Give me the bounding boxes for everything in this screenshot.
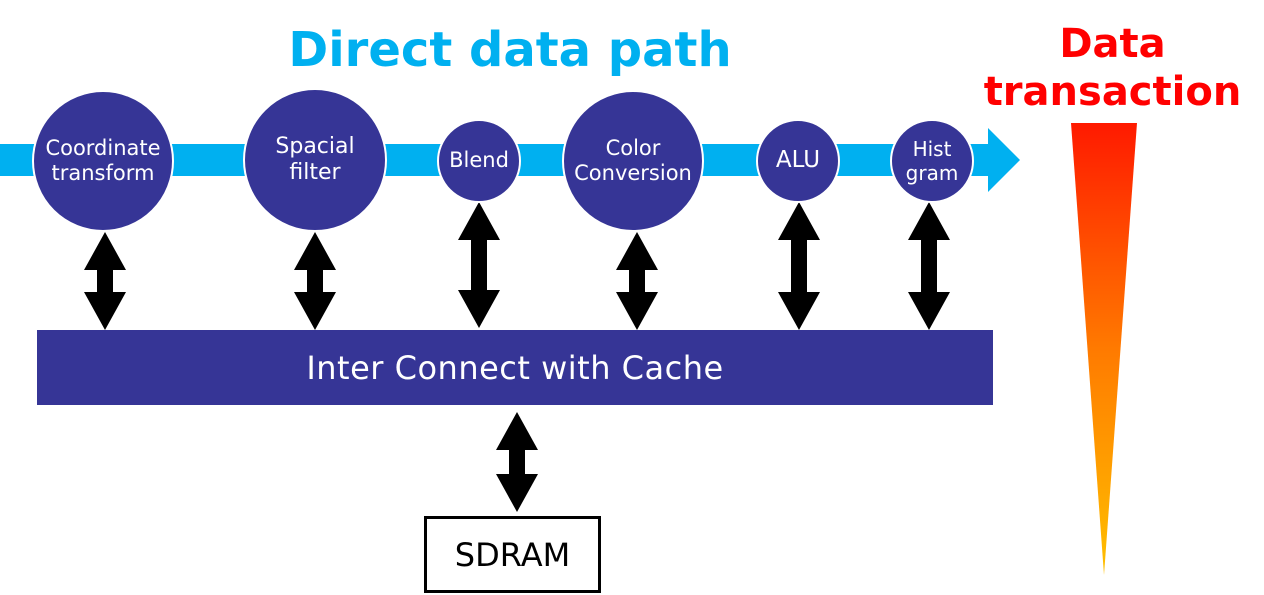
data-transaction-title-line1: Data bbox=[1059, 21, 1166, 67]
node-blend-label: Blend bbox=[449, 148, 509, 173]
node-alu: ALU bbox=[756, 119, 840, 203]
interconnect-label: Inter Connect with Cache bbox=[306, 348, 724, 387]
connector-arrow-coordinate-transform bbox=[84, 232, 126, 330]
data-transaction-title: Data transaction bbox=[970, 20, 1255, 116]
node-spacial-filter-label: Spacial filter bbox=[275, 133, 355, 185]
direct-data-path-title: Direct data path bbox=[288, 22, 732, 78]
data-transaction-gradient-triangle bbox=[1071, 123, 1137, 575]
connector-arrow-sdram bbox=[496, 412, 538, 512]
connector-arrow-histogram bbox=[908, 202, 950, 330]
node-color-conversion: Color Conversion bbox=[562, 90, 704, 232]
node-histogram: Hist gram bbox=[890, 119, 974, 203]
node-histogram-label: Hist gram bbox=[905, 137, 959, 185]
node-coordinate-transform: Coordinate transform bbox=[32, 90, 174, 232]
sdram-box: SDRAM bbox=[424, 516, 601, 593]
connector-arrow-alu bbox=[778, 202, 820, 330]
node-alu-label: ALU bbox=[775, 147, 821, 174]
node-color-conversion-label: Color Conversion bbox=[574, 135, 692, 185]
connector-arrow-spacial-filter bbox=[294, 232, 336, 330]
sdram-label: SDRAM bbox=[454, 535, 571, 574]
node-coordinate-transform-label: Coordinate transform bbox=[45, 135, 161, 185]
interconnect-bar: Inter Connect with Cache bbox=[37, 330, 993, 405]
data-transaction-title-line2: transaction bbox=[983, 69, 1242, 115]
connector-arrow-color-conversion bbox=[616, 232, 658, 330]
connector-arrow-blend bbox=[458, 202, 500, 328]
node-blend: Blend bbox=[437, 119, 521, 203]
node-spacial-filter: Spacial filter bbox=[243, 88, 387, 232]
